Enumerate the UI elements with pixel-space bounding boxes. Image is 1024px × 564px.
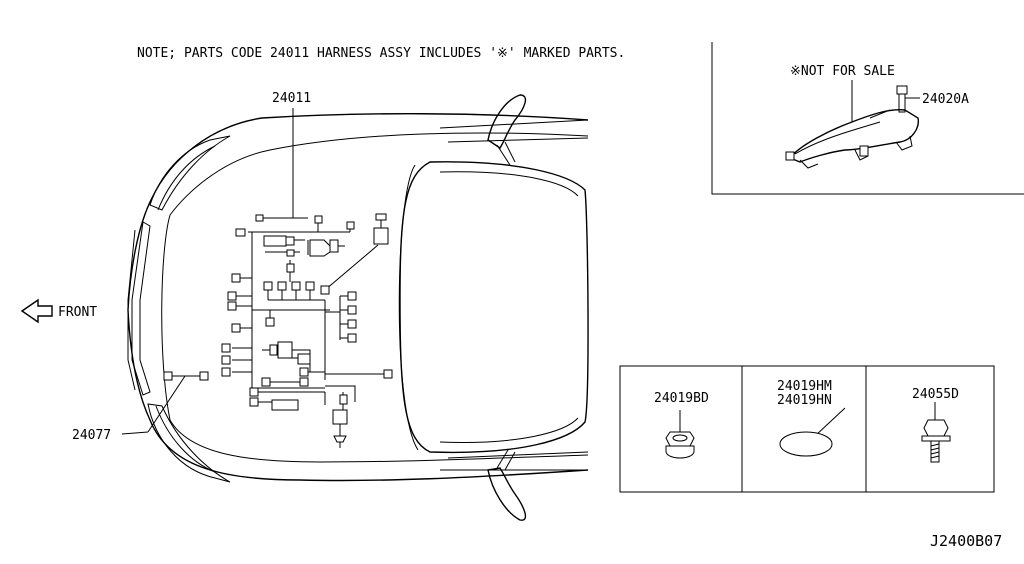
part-code-24019bd: 24019BD	[654, 391, 709, 406]
bolt-part-label: 24020A	[922, 92, 969, 107]
part-code-24019hm: 24019HM	[777, 379, 832, 394]
front-arrow-icon	[20, 298, 53, 324]
nut-icon	[665, 410, 695, 459]
car-body-outline	[127, 94, 589, 521]
harness-24077	[121, 371, 209, 435]
callout-24077: 24077	[72, 428, 111, 443]
bolt-icon	[921, 402, 951, 463]
part-code-24019hn: 24019HN	[777, 393, 832, 408]
front-label: FRONT	[58, 305, 97, 320]
inset-panel	[711, 42, 1024, 195]
harness-24011	[221, 108, 393, 448]
diagram-id: J2400B07	[930, 532, 1002, 550]
note-text: NOTE; PARTS CODE 24011 HARNESS ASSY INCL…	[137, 46, 625, 61]
harness-bracket-drawing	[785, 80, 920, 169]
callout-24011: 24011	[272, 91, 311, 106]
parts-table	[619, 365, 995, 493]
grommet-icon	[779, 407, 846, 457]
part-code-24055d: 24055D	[912, 387, 959, 402]
not-for-sale-label: ※NOT FOR SALE	[790, 64, 895, 79]
